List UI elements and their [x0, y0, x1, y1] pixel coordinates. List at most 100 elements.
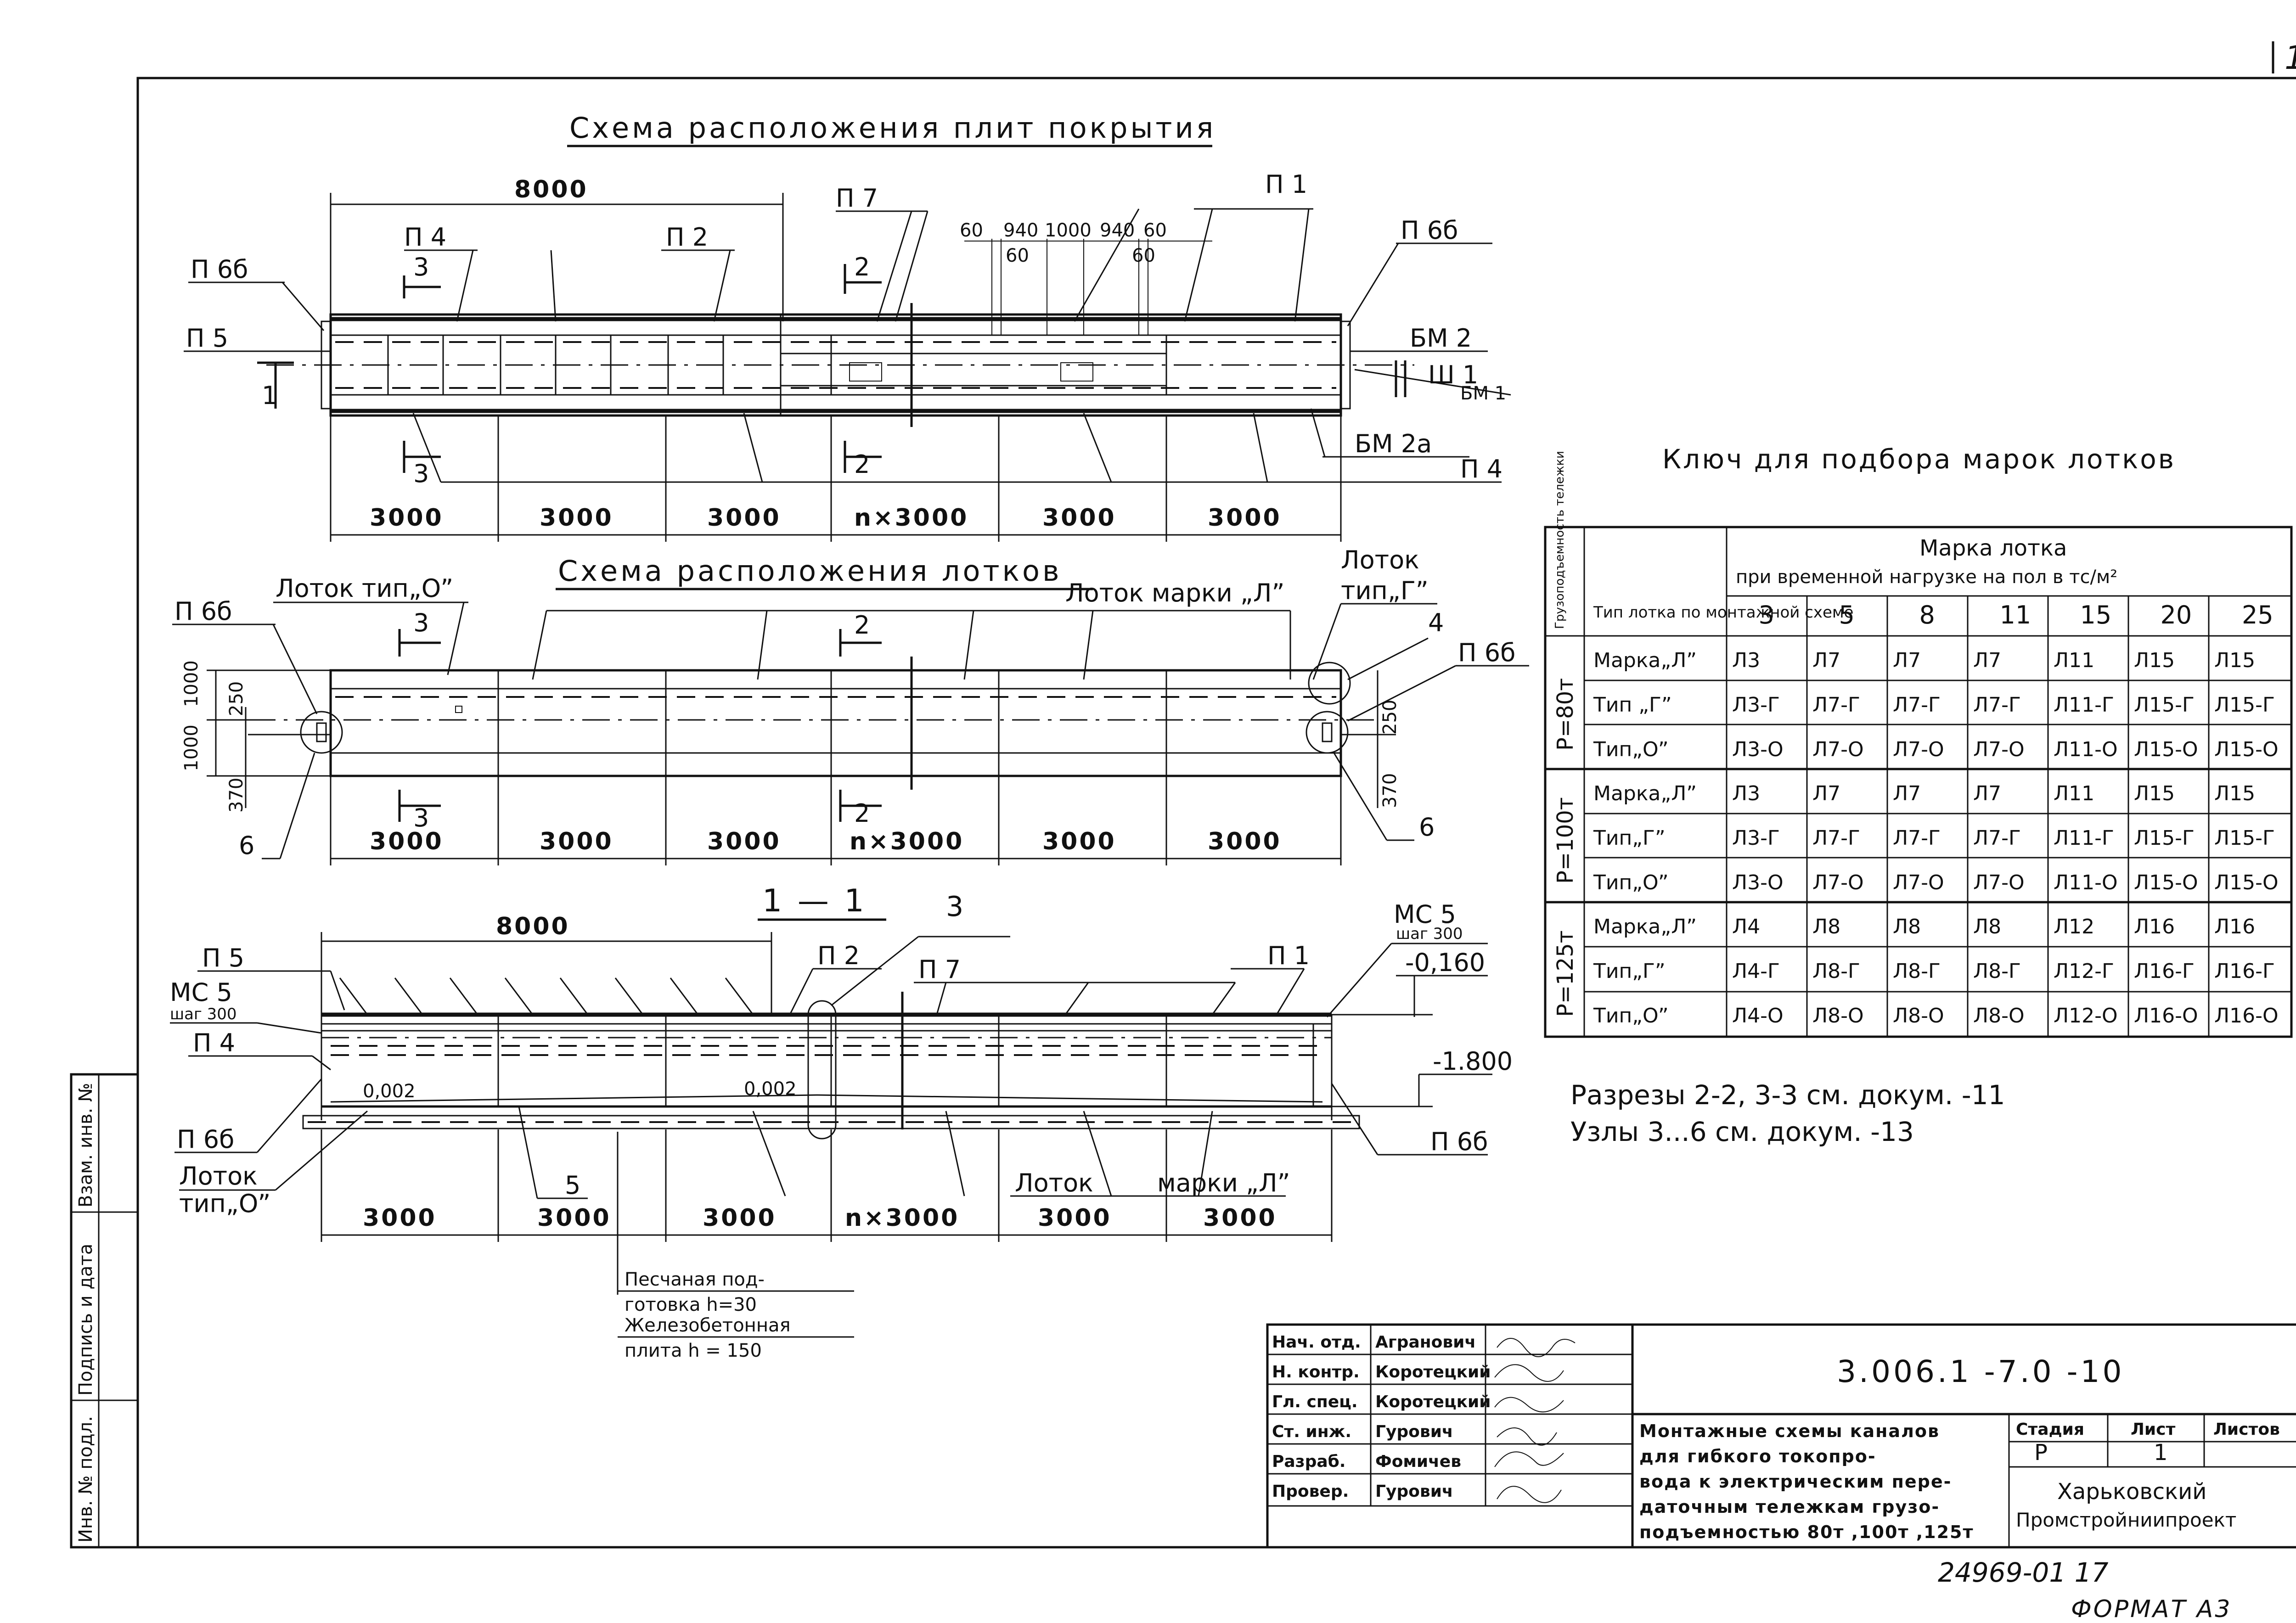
- key-cell: Л16-Г: [2214, 960, 2275, 983]
- label-p6b-right: П 6б: [1401, 216, 1458, 245]
- key-cell: Л3-О: [1732, 738, 1784, 761]
- sec-label-step-right: шаг 300: [1396, 925, 1463, 943]
- signatures: [1494, 1338, 1576, 1503]
- key-cell: Л7-О: [1973, 871, 2025, 894]
- key-cell: Л16-О: [2214, 1004, 2279, 1028]
- key-col-type: Тип лотка по монтажной схеме: [1593, 603, 1853, 622]
- slab-dim-940a: 940: [1003, 220, 1038, 241]
- node-5-label: 5: [565, 1171, 580, 1200]
- key-cell: Л3-Г: [1732, 693, 1780, 717]
- key-cell: Л7: [1893, 649, 1921, 672]
- stamp-title-line-2: вода к электрическим пере-: [1639, 1471, 1952, 1492]
- tray-dim-5: 3000: [1042, 828, 1116, 855]
- sec-sand-2: готовка h=30: [625, 1294, 757, 1315]
- key-load-20: 20: [2161, 601, 2192, 629]
- label-p7: П 7: [836, 184, 878, 213]
- slab-dim-1000: 1000: [1045, 220, 1092, 241]
- stamp-role-4: Разраб.: [1272, 1452, 1345, 1471]
- tray-cut-3-top: 3: [413, 608, 429, 637]
- key-type-0-0: Марка„Л”: [1593, 649, 1697, 672]
- key-cell: Л15-О: [2134, 738, 2198, 761]
- slab-dim-60b: 60: [1143, 220, 1167, 241]
- section-1-1: 1 — 1 8000: [170, 883, 1513, 1361]
- key-cell: Л16: [2214, 915, 2255, 938]
- sec-label-p5: П 5: [202, 943, 244, 972]
- stamp-role-2: Гл. спец.: [1272, 1393, 1358, 1411]
- sec-dim-5: 3000: [1038, 1204, 1112, 1232]
- stamp-name-2: Коротецкий: [1375, 1393, 1491, 1411]
- stamp-sheet: 1: [2154, 1440, 2168, 1466]
- cut-2-top-label: 2: [854, 253, 870, 281]
- key-cell: Л7-О: [1973, 738, 2025, 761]
- tray-key-table: Ключ для подбора марок лотков Грузоподъе…: [1544, 444, 2293, 1038]
- stamp-stage: Р: [2034, 1440, 2048, 1466]
- tray-label-g-1: Лоток: [1341, 545, 1419, 574]
- section-title: 1 — 1: [762, 883, 867, 919]
- key-cell: Л12-Г: [2054, 960, 2114, 983]
- slab-dim-5: 3000: [1042, 504, 1116, 532]
- stamp-title-line-4: подъемностью 80т ,100т ,125т: [1639, 1522, 1974, 1542]
- key-load-3: 3: [1759, 601, 1774, 629]
- sec-tray-l-1: Лоток: [1015, 1168, 1093, 1197]
- sec-level-2: -1.800: [1433, 1047, 1513, 1076]
- key-cell: Л7: [1973, 649, 2001, 672]
- key-cell: Л7-О: [1893, 738, 1944, 761]
- key-cell: Л11-Г: [2054, 826, 2114, 850]
- sec-dim-3: 3000: [703, 1204, 777, 1232]
- key-load-15: 15: [2080, 601, 2112, 629]
- key-cell: Л7: [1812, 782, 1840, 805]
- key-type-2-0: Марка„Л”: [1593, 915, 1697, 938]
- tray-dim-4: n×3000: [850, 828, 964, 855]
- label-sh1: Ш 1: [1428, 360, 1478, 389]
- sec-label-p1: П 1: [1267, 941, 1310, 970]
- stamp-title-line-3: даточным тележкам грузо-: [1639, 1497, 1940, 1517]
- note-nodes: Узлы 3...6 см. докум. -13: [1570, 1116, 1914, 1147]
- key-type-1-0: Марка„Л”: [1593, 782, 1697, 805]
- cut-2-bot-label: 2: [854, 450, 870, 479]
- key-group-header-1: Марка лотка: [1919, 535, 2067, 561]
- tray-dim-2: 3000: [540, 828, 613, 855]
- node-6-left-label: 6: [239, 831, 254, 860]
- margin-signature-date: Подпись и дата: [75, 1244, 96, 1396]
- tray-label-o: Лоток тип„O”: [276, 574, 453, 603]
- key-cell: Л3: [1732, 782, 1760, 805]
- key-cell: Л7-Г: [1812, 826, 1860, 850]
- stamp-org-2: Промстройниипроект: [2016, 1509, 2236, 1531]
- sec-label-p7: П 7: [918, 955, 961, 984]
- sec-dim-1: 3000: [363, 1204, 437, 1232]
- key-cell: Л8-Г: [1893, 960, 1941, 983]
- key-load-11: 11: [2000, 601, 2032, 629]
- key-cell: Л7-О: [1812, 871, 1864, 894]
- tray-plan: Схема расположения лотков 1000 1000: [172, 545, 1529, 865]
- key-cell: Л7-О: [1812, 738, 1864, 761]
- sec-dim-2: 3000: [537, 1204, 611, 1232]
- tray-dim-250-left: 250: [226, 681, 247, 716]
- key-cell: Л8: [1893, 915, 1921, 938]
- slab-plan: Схема расположения плит покрытия 8000: [184, 111, 1511, 542]
- tray-cut-2-top: 2: [854, 611, 870, 640]
- label-p6b-left: П 6б: [191, 255, 248, 284]
- key-cell: Л15-О: [2214, 738, 2279, 761]
- key-cell: Л15-О: [2134, 871, 2198, 894]
- label-p2: П 2: [666, 223, 708, 252]
- tray-label-g-2: тип„Г”: [1341, 576, 1429, 605]
- stamp-code: 3.006.1 -7.0 -10: [1837, 1354, 2124, 1389]
- key-cell: Л12-О: [2054, 1004, 2118, 1028]
- tray-label-p6b-left: П 6б: [174, 597, 232, 626]
- key-capacity-0: P=80т: [1553, 678, 1578, 751]
- page-number: 16: [2285, 39, 2296, 77]
- key-cell: Л7: [1973, 782, 2001, 805]
- key-load-8: 8: [1919, 601, 1935, 629]
- stamp-org-1: Харьковский: [2057, 1479, 2206, 1505]
- slab-dim-60a: 60: [960, 220, 983, 241]
- tray-cut-2-bot: 2: [854, 799, 870, 828]
- sec-tray-o-1: Лоток: [179, 1162, 258, 1191]
- sec-dim-6: 3000: [1203, 1204, 1277, 1232]
- key-type-2-1: Тип„Г”: [1593, 960, 1666, 983]
- tray-label-l: Лоток марки „Л”: [1065, 578, 1284, 607]
- key-cell: Л8-О: [1893, 1004, 1944, 1028]
- key-cell: Л11-О: [2054, 738, 2118, 761]
- label-p5: П 5: [186, 324, 228, 353]
- stamp-title-line-1: для гибкого токопро-: [1639, 1446, 1876, 1466]
